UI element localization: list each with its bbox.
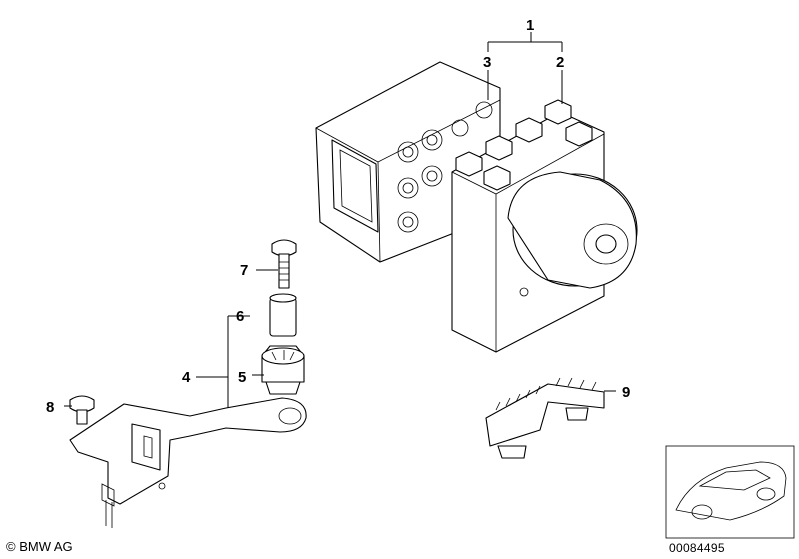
rubber-mount-5: [261, 345, 305, 395]
callout-7: 7: [240, 262, 248, 279]
bracket-4: [69, 397, 307, 528]
callout-4: 4: [182, 369, 191, 386]
callout-3: 3: [483, 54, 491, 71]
callout-1: 1: [526, 17, 534, 34]
callout-2: 2: [556, 54, 564, 71]
bolt-7: [271, 239, 297, 289]
damper-pad-9: [485, 377, 605, 459]
copyright-notice: © BMW AG: [6, 539, 73, 554]
sleeve-6: [269, 293, 297, 337]
document-number: 00084495: [669, 541, 725, 555]
vehicle-thumbnail: [665, 445, 795, 539]
leader-lines: [64, 32, 616, 408]
callout-9: 9: [622, 384, 630, 401]
callout-8: 8: [46, 399, 54, 416]
abs-hydraulic-unit: [315, 61, 638, 353]
callout-5: 5: [238, 369, 246, 386]
callout-6: 6: [236, 308, 244, 325]
bolt-8: [69, 395, 95, 425]
